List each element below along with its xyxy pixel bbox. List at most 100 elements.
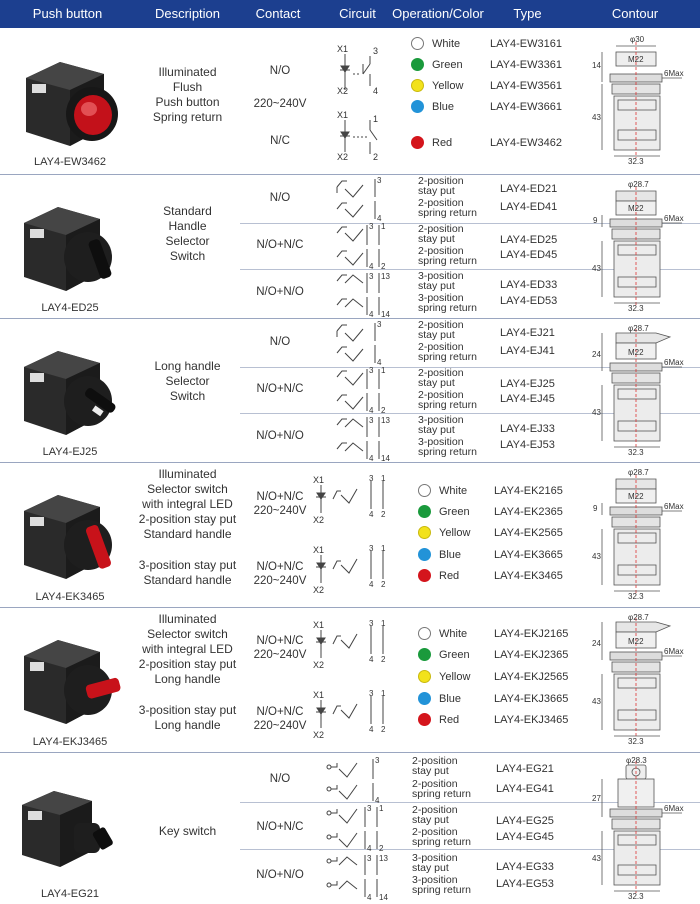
svg-text:43: 43	[592, 113, 601, 122]
color-dot	[418, 484, 431, 497]
svg-text:32.3: 32.3	[628, 448, 644, 457]
svg-text:32.3: 32.3	[628, 737, 644, 746]
svg-text:X1: X1	[313, 620, 324, 630]
svg-text:2: 2	[379, 844, 384, 853]
svg-text:14: 14	[592, 61, 601, 70]
svg-text:M22: M22	[628, 348, 644, 357]
type-code: LAY4-EK2365	[494, 506, 563, 518]
svg-text:32.3: 32.3	[628, 304, 644, 313]
color-option-yellow: Yellow	[411, 79, 463, 92]
contact-voltage: 220~240V	[253, 98, 307, 110]
type-code: LAY4-EG21	[496, 763, 554, 775]
svg-text:3: 3	[373, 46, 378, 56]
color-option-red: Red	[411, 136, 452, 149]
product-caption: LAY4-EK3465	[35, 591, 105, 603]
circuit-diagram: 3 4 3 1 4 2 3 13 4 14	[336, 320, 390, 462]
contact-no: N/O	[269, 773, 291, 785]
type-code: LAY4-EK3465	[494, 570, 563, 582]
svg-text:3: 3	[369, 222, 374, 231]
illuminated-selector-photo	[24, 495, 112, 579]
svg-text:φ28.3: φ28.3	[626, 756, 647, 765]
product-caption: LAY4-EKJ3465	[32, 736, 108, 748]
header-circuit: Circuit	[339, 6, 376, 21]
svg-text:13: 13	[381, 416, 390, 425]
product-caption: LAY4-EW3462	[34, 156, 106, 168]
svg-text:X1: X1	[313, 545, 324, 555]
type-code: LAY4-EKJ2165	[494, 628, 569, 640]
color-dot	[418, 526, 431, 539]
svg-text:M22: M22	[628, 492, 644, 501]
svg-text:X1: X1	[337, 110, 348, 120]
svg-text:M22: M22	[628, 637, 644, 646]
type-code: LAY4-ED45	[500, 249, 558, 261]
svg-text:X1: X1	[337, 44, 348, 54]
svg-text:4: 4	[369, 262, 374, 271]
color-dot	[418, 627, 431, 640]
contact-nc: N/C	[270, 135, 290, 147]
type-code: LAY4-ED25	[500, 234, 558, 246]
svg-text:2: 2	[381, 262, 386, 271]
svg-text:X2: X2	[313, 585, 324, 595]
svg-text:32.3: 32.3	[628, 592, 644, 601]
type-code: LAY4-EG33	[496, 861, 554, 873]
type-code: LAY4-EJ45	[500, 393, 555, 405]
svg-text:24: 24	[592, 639, 601, 648]
type-code: LAY4-EK2565	[494, 527, 563, 539]
svg-text:43: 43	[592, 854, 601, 863]
type-code: LAY4-EW3661	[490, 101, 562, 113]
color-dot	[418, 569, 431, 582]
illuminated-long-selector-photo	[24, 640, 121, 724]
section-key-switch: LAY4-EG21 Key switch N/O N/O+N/C N/O+N/O…	[0, 753, 700, 904]
row-divider	[240, 269, 700, 270]
type-code: LAY4-EJ33	[500, 423, 555, 435]
table-header: Push button Description Contact Circuit …	[0, 0, 700, 28]
svg-text:M22: M22	[628, 55, 644, 64]
svg-text:32.3: 32.3	[628, 157, 644, 166]
svg-text:4: 4	[367, 844, 372, 853]
svg-text:4: 4	[369, 510, 374, 519]
row-divider	[240, 413, 700, 414]
color-dot	[411, 100, 424, 113]
svg-text:2: 2	[381, 406, 386, 415]
svg-text:6Max: 6Max	[664, 214, 684, 223]
svg-text:M22: M22	[628, 204, 644, 213]
type-code: LAY4-ED41	[500, 201, 558, 213]
header-contour: Contour	[611, 6, 659, 21]
contact-no-nc: N/O+N/C	[256, 383, 304, 395]
row-divider	[240, 223, 700, 224]
contact-no: N/O	[269, 336, 291, 348]
color-dot	[411, 136, 424, 149]
contour-drawing: φ28.7 M22 24 43 32.3 6Max	[592, 324, 684, 457]
color-option-blue: Blue	[418, 548, 461, 561]
type-code: LAY4-EW3361	[490, 59, 562, 71]
svg-text:2: 2	[381, 725, 386, 734]
contour-drawing: φ28.3 27 43 32.3 6Max	[592, 756, 684, 901]
type-code: LAY4-EG41	[496, 783, 554, 795]
svg-text:1: 1	[381, 689, 386, 698]
color-option-white: White	[418, 484, 467, 497]
svg-text:4: 4	[369, 580, 374, 589]
svg-text:4: 4	[373, 86, 378, 96]
circuit-diagram: 3 4 3 1 4 2 3 13 4 14	[326, 756, 388, 901]
svg-text:φ28.7: φ28.7	[628, 180, 649, 189]
section-divider	[0, 462, 700, 463]
circuit-diagram: 3 4 3 1 4 2 3 13 4 14	[336, 176, 390, 318]
header-contact: Contact	[255, 6, 301, 21]
svg-text:9: 9	[593, 216, 598, 225]
